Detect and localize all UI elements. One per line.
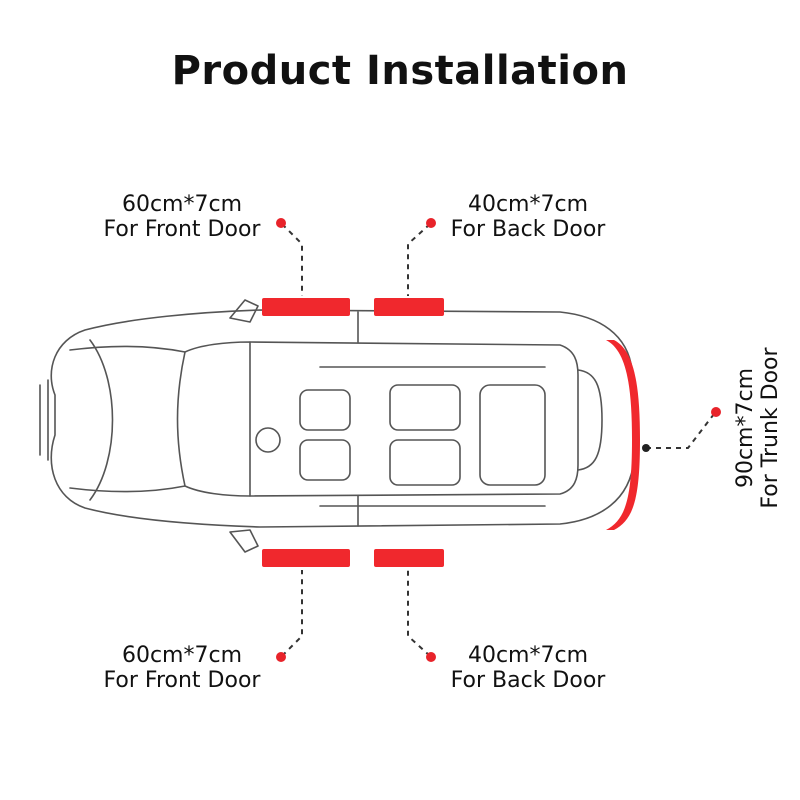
callout-front-door-bottom: 60cm*7cm For Front Door: [72, 643, 292, 693]
callout-size: 60cm*7cm: [121, 192, 243, 217]
leader-lines: [281, 223, 715, 657]
hood-crease: [89, 339, 114, 501]
callout-back-door-top: 40cm*7cm For Back Door: [418, 192, 638, 242]
callout-size: 40cm*7cm: [467, 192, 589, 217]
hood-line: [69, 485, 186, 493]
callout-location: For Front Door: [103, 217, 261, 242]
seat: [389, 439, 461, 486]
callout-location: For Back Door: [450, 217, 606, 242]
page-title: Product Installation: [171, 48, 629, 94]
strip-back-door-top: [374, 298, 444, 316]
car-outline: [39, 299, 635, 553]
steering-wheel: [255, 427, 281, 453]
dot-back-bottom: [426, 652, 436, 662]
callout-location: For Front Door: [103, 668, 261, 693]
dot-trunk-anchor: [642, 444, 650, 452]
dot-back-top: [426, 218, 436, 228]
strip-front-door-bottom: [262, 549, 350, 567]
cabin: [249, 341, 579, 497]
leader-front-top: [281, 223, 303, 296]
callout-front-door-top: 60cm*7cm For Front Door: [72, 192, 292, 242]
callout-size: 40cm*7cm: [467, 643, 589, 668]
leader-front-bottom: [281, 570, 303, 657]
dot-front-bottom: [276, 652, 286, 662]
grille: [39, 379, 49, 461]
dot-front-top: [276, 218, 286, 228]
strip-front-door-top: [262, 298, 350, 316]
strip-trunk-door: [606, 340, 640, 530]
callout-back-door-bottom: 40cm*7cm For Back Door: [418, 643, 638, 693]
rear-window: [577, 369, 603, 471]
hood-line: [69, 345, 186, 353]
seat: [299, 389, 351, 431]
dot-trunk: [711, 407, 721, 417]
callout-dots: [276, 218, 721, 662]
windshield: [176, 341, 251, 497]
callout-location: For Back Door: [450, 668, 606, 693]
leader-trunk: [646, 413, 715, 449]
mirror: [229, 299, 259, 323]
leader-back-top: [407, 223, 431, 296]
seat: [479, 384, 546, 486]
leader-back-bottom: [407, 570, 431, 657]
callout-size: 60cm*7cm: [121, 643, 243, 668]
seal-strips: [262, 298, 640, 567]
mirror: [229, 529, 259, 553]
seat: [389, 384, 461, 431]
seat: [299, 439, 351, 481]
strip-back-door-bottom: [374, 549, 444, 567]
